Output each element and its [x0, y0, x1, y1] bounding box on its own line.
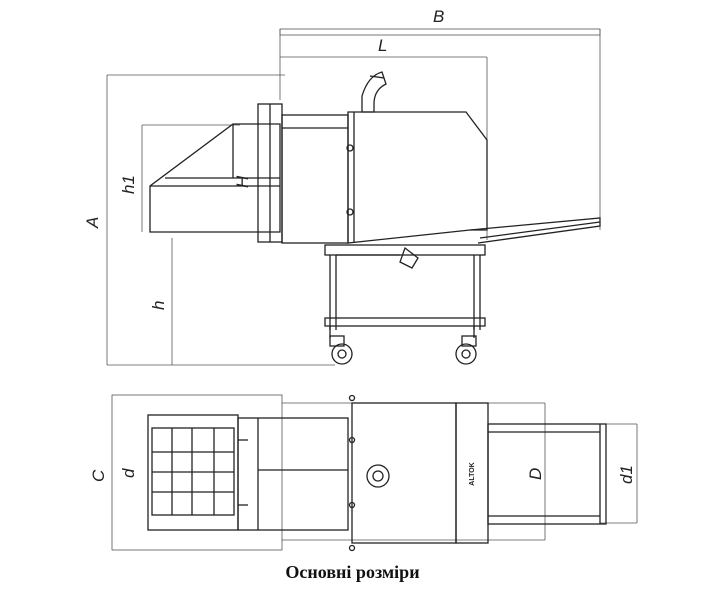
label-A: A	[83, 217, 102, 229]
label-d1: d1	[617, 465, 636, 484]
label-C: C	[89, 469, 108, 482]
dimension-labels: B L A h1 H h C d D d1	[83, 7, 636, 484]
brand-label: ALTOK	[469, 462, 476, 485]
label-H: H	[233, 175, 252, 188]
side-view	[106, 28, 601, 366]
label-d: d	[119, 468, 138, 478]
label-L: L	[378, 36, 387, 55]
label-h: h	[149, 301, 168, 310]
label-B: B	[433, 7, 444, 26]
label-D: D	[526, 468, 545, 480]
top-view	[111, 394, 638, 552]
top-dimension-lines	[111, 394, 638, 551]
label-h1: h1	[119, 175, 138, 194]
figure-caption: Основні розміри	[285, 562, 420, 582]
